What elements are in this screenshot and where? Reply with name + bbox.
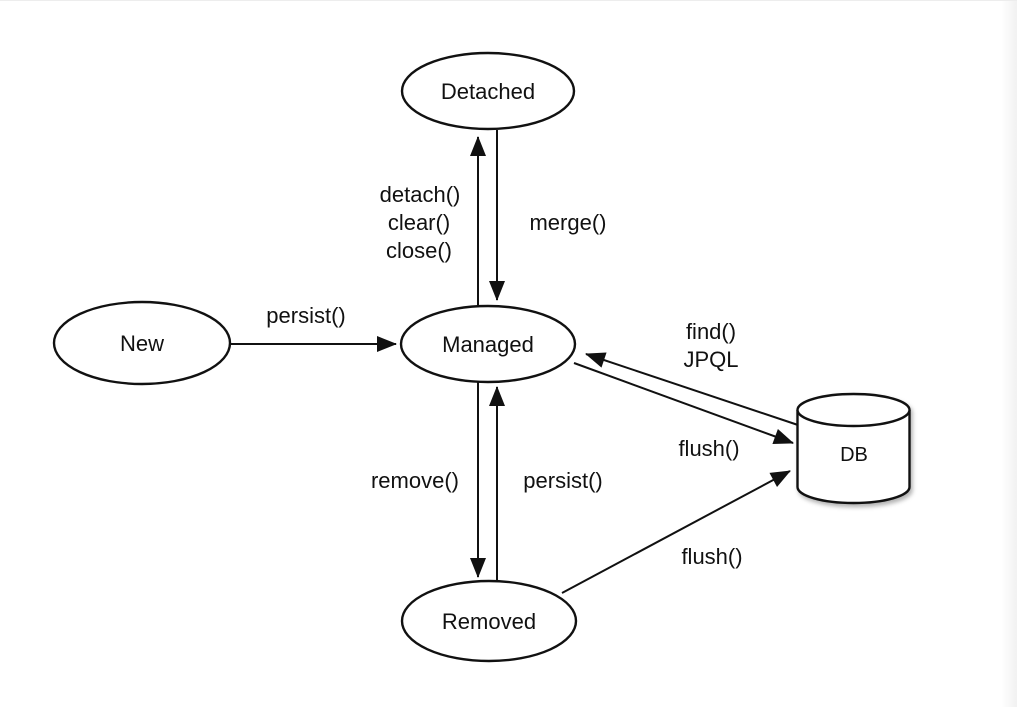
node-detached: Detached: [400, 51, 576, 131]
edge-managed-to-removed-label: remove(): [371, 468, 459, 493]
edge-managed-to-db-label: flush(): [678, 436, 739, 461]
node-detached-label: Detached: [441, 79, 535, 104]
edge-managed-to-detached: detach() clear() close(): [380, 136, 486, 306]
edge-detached-to-managed-label: merge(): [529, 210, 606, 235]
node-managed: Managed: [399, 304, 577, 384]
edge-managed-to-db: flush(): [573, 362, 794, 461]
node-managed-label: Managed: [442, 332, 534, 357]
node-new-label: New: [120, 331, 164, 356]
node-new-shape: [52, 300, 232, 386]
edge-db-to-managed: find() JPQL: [585, 319, 799, 426]
node-removed-shape: [400, 579, 578, 663]
edge-managed-to-db-line: [573, 362, 794, 444]
edge-removed-to-db-label: flush(): [681, 544, 742, 569]
edge-new-to-managed: persist(): [230, 303, 397, 352]
edge-db-to-managed-label-2: JPQL: [683, 347, 738, 372]
database-cylinder-top: [796, 392, 911, 428]
edge-db-to-managed-label-1: find(): [686, 319, 736, 344]
node-new: New: [52, 300, 232, 386]
node-removed-label: Removed: [442, 609, 536, 634]
edge-managed-to-detached-label-2: clear(): [388, 210, 450, 235]
node-db-label: DB: [840, 444, 868, 466]
edge-managed-to-detached-label-3: close(): [386, 238, 452, 263]
edge-db-to-managed-line: [585, 352, 799, 426]
edge-removed-to-db: flush(): [561, 470, 791, 594]
node-db: DB: [796, 392, 911, 505]
edge-managed-to-detached-label-1: detach(): [380, 182, 461, 207]
edge-detached-to-managed: merge(): [489, 130, 607, 301]
node-detached-shape: [400, 51, 576, 131]
edge-removed-to-managed: persist(): [489, 386, 603, 581]
edge-managed-to-removed: remove(): [371, 382, 486, 578]
node-managed-shape: [399, 304, 577, 384]
edge-removed-to-managed-label: persist(): [523, 468, 602, 493]
node-removed: Removed: [400, 579, 578, 663]
edge-removed-to-db-line: [561, 470, 791, 594]
edge-new-to-managed-label: persist(): [266, 303, 345, 328]
database-cylinder-body: [796, 410, 911, 505]
